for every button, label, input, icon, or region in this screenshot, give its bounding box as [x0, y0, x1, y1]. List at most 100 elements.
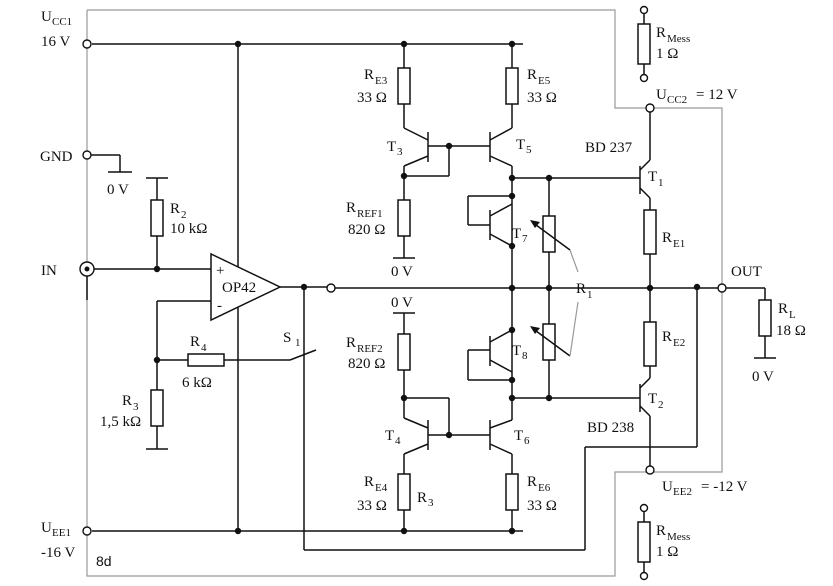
- t6-sub: 6: [524, 435, 530, 447]
- out-terminal[interactable]: OUT: [717, 264, 765, 293]
- opamp-op42: + - OP42: [156, 252, 328, 360]
- transistor-t6: T 6: [489, 419, 530, 474]
- re6-value: 33 Ω: [527, 498, 557, 514]
- resistor-rmess-bottom: R Mess 1 Ω: [637, 503, 690, 581]
- r1-sub: 1: [587, 289, 593, 301]
- t3-sub: 3: [397, 146, 403, 158]
- s1-label: S: [283, 330, 291, 346]
- resistor-re5: R E5 33 Ω: [505, 44, 557, 128]
- t4-label: T: [385, 428, 394, 444]
- uee1-label: U: [41, 520, 52, 536]
- gnd-label: GND: [40, 149, 73, 165]
- opamp-minus: -: [217, 298, 222, 314]
- t8-label: T: [512, 343, 521, 359]
- uee2-sub: EE2: [673, 486, 692, 498]
- uee1-value: -16 V: [41, 545, 75, 561]
- re4-r3-tag: R: [417, 490, 427, 506]
- t2-sub: 2: [658, 399, 664, 411]
- uee1-terminal[interactable]: U EE1 -16 V: [41, 520, 92, 561]
- resistor-re3: R E3 33 Ω: [357, 44, 411, 128]
- r2-value: 10 kΩ: [170, 221, 207, 237]
- uee2-terminal[interactable]: U EE2 = -12 V: [662, 479, 748, 498]
- rref2-sub: REF2: [357, 343, 383, 355]
- resistor-r4: R 4 6 kΩ: [153, 334, 290, 391]
- rref2-label: R: [346, 335, 356, 351]
- gnd-zero-v: 0 V: [107, 182, 129, 198]
- t6-label: T: [514, 428, 523, 444]
- resistor-re4: R E4 33 Ω R 3: [357, 473, 434, 531]
- opamp-label: OP42: [222, 280, 256, 296]
- t7-sub: 7: [522, 233, 528, 245]
- rmess-top-sub: Mess: [667, 33, 690, 45]
- transistor-t5: T 5: [449, 127, 532, 288]
- transistor-t2: T 2 BD 238: [587, 377, 664, 475]
- r2-label: R: [170, 201, 180, 217]
- re4-label: R: [364, 474, 374, 490]
- rmess-bottom-sub: Mess: [667, 531, 690, 543]
- r2-sub: 2: [181, 209, 187, 221]
- ucc1-value: 16 V: [41, 34, 70, 50]
- resistor-r3: R 3 1,5 kΩ: [100, 360, 168, 450]
- r1-label: R: [576, 281, 586, 297]
- rref1-zero-v: 0 V: [391, 264, 413, 280]
- ucc1-terminal[interactable]: U CC1 16 V: [41, 9, 92, 50]
- transistor-t1: BD 237 T 1: [585, 103, 664, 210]
- t8-sub: 8: [522, 350, 528, 362]
- rref1-value: 820 Ω: [348, 222, 385, 238]
- re6-sub: E6: [538, 482, 551, 494]
- transistor-t3: T 3: [387, 127, 453, 200]
- rref1-sub: REF1: [357, 208, 383, 220]
- t2-label: T: [648, 391, 657, 407]
- re1-sub: E1: [673, 238, 685, 250]
- t1-part: BD 237: [585, 140, 633, 156]
- in-terminal[interactable]: IN: [41, 261, 220, 300]
- re5-label: R: [527, 67, 537, 83]
- rl-label: R: [778, 301, 788, 317]
- t5-sub: 5: [526, 144, 532, 156]
- re4-sub: E4: [375, 482, 388, 494]
- r3-label: R: [122, 393, 132, 409]
- re5-sub: E5: [538, 75, 551, 87]
- uee2-label: U: [662, 479, 673, 495]
- figure-tag: 8d: [96, 553, 112, 569]
- re2-sub: E2: [673, 337, 685, 349]
- rmess-bottom-value: 1 Ω: [656, 544, 678, 560]
- rmess-top-label: R: [656, 25, 666, 41]
- switch-s1[interactable]: S 1: [283, 287, 698, 551]
- rmess-bottom-label: R: [656, 523, 666, 539]
- ucc1-label: U: [41, 9, 52, 25]
- rref2-value: 820 Ω: [348, 356, 385, 372]
- rref2-zero-v: 0 V: [391, 295, 413, 311]
- re4-value: 33 Ω: [357, 498, 387, 514]
- re4-r3-tag-sub: 3: [428, 497, 434, 509]
- resistor-re1: R E1: [643, 209, 685, 322]
- potentiometer-r1: R 1: [512, 174, 640, 402]
- r3-value: 1,5 kΩ: [100, 414, 141, 430]
- resistor-r2: R 2 10 kΩ: [146, 177, 207, 273]
- t2-part: BD 238: [587, 420, 634, 436]
- transistor-t7: T 7: [467, 192, 528, 250]
- t3-label: T: [387, 139, 396, 155]
- re6-label: R: [527, 474, 537, 490]
- re2-label: R: [662, 329, 672, 345]
- rmess-top-value: 1 Ω: [656, 46, 678, 62]
- t4-sub: 4: [395, 435, 401, 447]
- re5-value: 33 Ω: [527, 90, 557, 106]
- rl-zero-v: 0 V: [752, 369, 774, 385]
- r4-value: 6 kΩ: [182, 375, 212, 391]
- uee2-value: = -12 V: [701, 479, 748, 495]
- ucc2-terminal[interactable]: U CC2 = 12 V: [656, 87, 738, 106]
- transistor-t4: T 4: [385, 397, 490, 474]
- rl-sub: L: [789, 309, 796, 321]
- rref1-label: R: [346, 200, 356, 216]
- transistor-t8: T 8: [467, 288, 640, 420]
- ucc2-value: = 12 V: [696, 87, 738, 103]
- resistor-re6: R E6 33 Ω: [505, 473, 557, 531]
- gnd-terminal[interactable]: GND 0 V: [40, 149, 132, 198]
- rl-value: 18 Ω: [776, 323, 806, 339]
- r4-label: R: [190, 334, 200, 350]
- out-label: OUT: [731, 264, 762, 280]
- re3-value: 33 Ω: [357, 90, 387, 106]
- t5-label: T: [516, 137, 525, 153]
